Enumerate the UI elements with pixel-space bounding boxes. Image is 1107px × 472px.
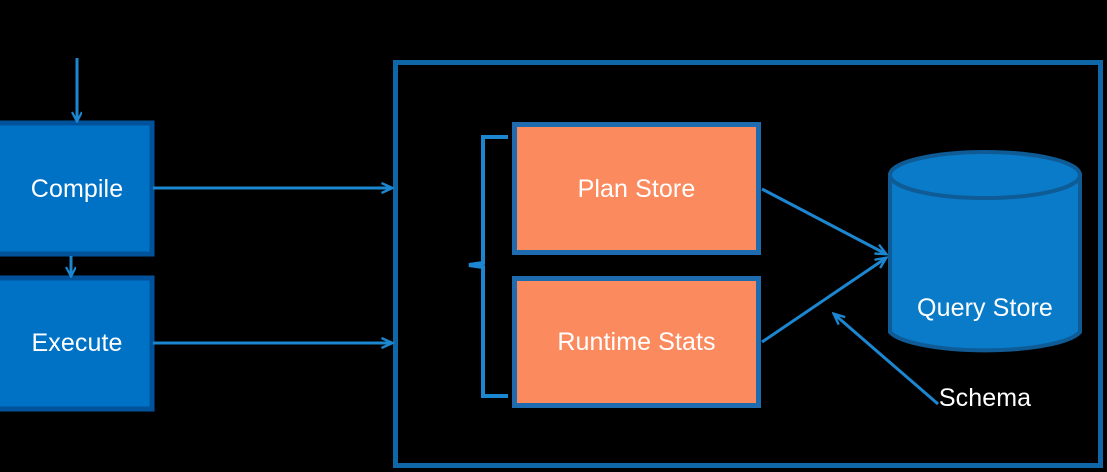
- node-runtime-stats[interactable]: [512, 276, 761, 408]
- arrow-external-to-schema: [834, 314, 939, 406]
- store-group-brace: [468, 135, 508, 398]
- node-plan-store[interactable]: [512, 122, 761, 255]
- compile-rect: [0, 120, 155, 257]
- plan-store-rect: [512, 122, 761, 255]
- arrow-runtime-stats-to-schema: [761, 258, 886, 344]
- execute-rect: [0, 275, 155, 412]
- cylinder-body: [888, 173, 1082, 353]
- arrow-plan-store-to-schema: [761, 187, 886, 254]
- query-store-boundary: [393, 60, 1103, 468]
- node-compile[interactable]: [0, 120, 155, 257]
- node-query-store-schema[interactable]: [888, 150, 1082, 353]
- node-execute[interactable]: [0, 275, 155, 412]
- runtime-stats-rect: [512, 276, 761, 408]
- cylinder-top: [888, 150, 1082, 200]
